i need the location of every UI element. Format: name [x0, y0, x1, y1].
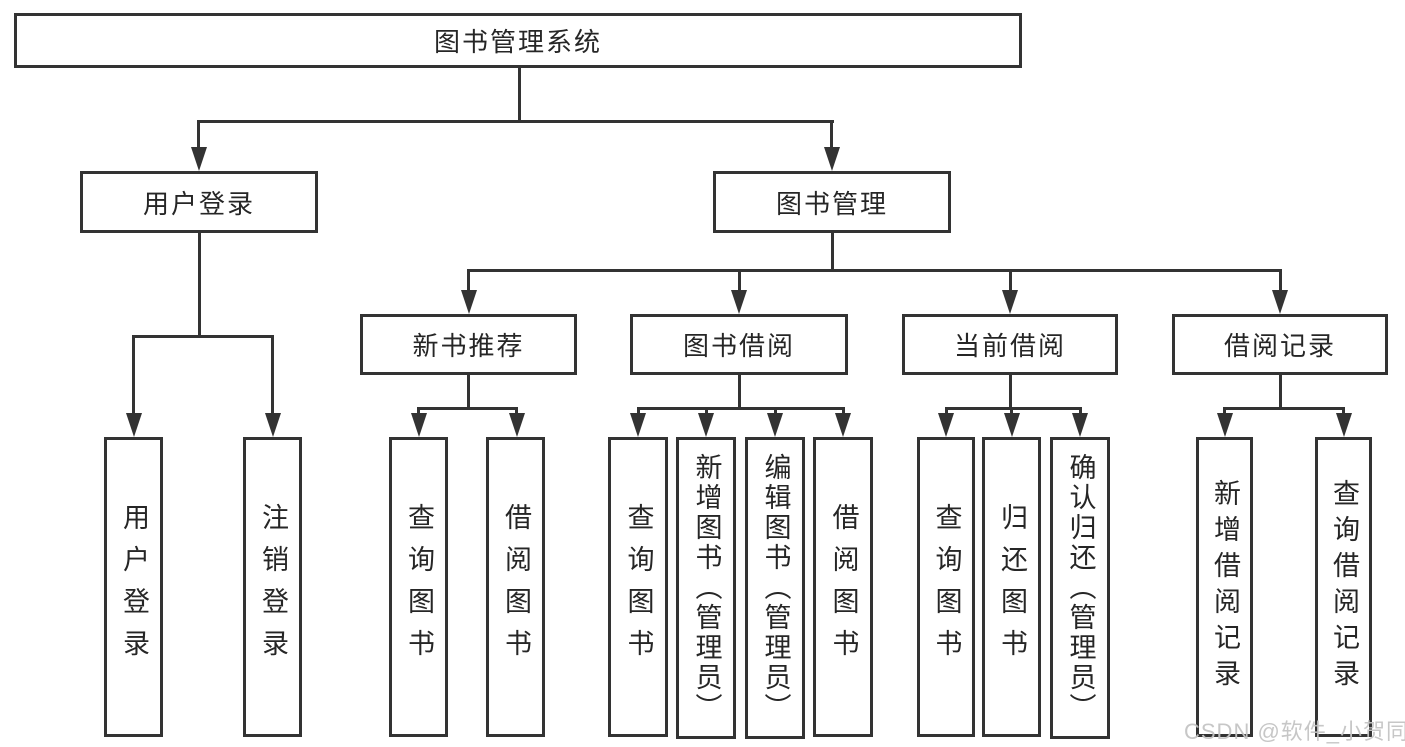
connector-group4-leaf1-drop — [1223, 407, 1226, 417]
arrowhead-new-book — [460, 290, 477, 314]
connector-group3-drop — [1008, 375, 1012, 410]
arrowhead-group4-leaf2 — [1335, 413, 1352, 437]
arrowhead-borrow-records — [1272, 290, 1288, 314]
connector-user-login-bus — [132, 335, 274, 338]
arrowhead-login-leaf — [125, 413, 142, 437]
leaf-node-query-books-2: 查询图书 — [608, 437, 668, 737]
arrowhead-book-borrow — [731, 290, 747, 314]
leaf-borrow-books-2-label: 借阅图书 — [828, 503, 859, 671]
connector-group4-bus — [1223, 407, 1345, 410]
connector-level3-bus — [467, 269, 1282, 272]
connector-group3-leaf3-drop — [1078, 407, 1082, 417]
connector-group2-leaf3-drop — [773, 407, 777, 417]
connector-drop-current-borrow — [1008, 269, 1012, 295]
arrowhead-group1-leaf1 — [410, 413, 427, 437]
group-node-borrow-records: 借阅记录 — [1172, 314, 1388, 375]
arrowhead-group2-leaf3 — [767, 413, 783, 437]
csdn-watermark: CSDN @软件_小贺同学 — [1184, 719, 1405, 744]
group-node-new-book-recommend: 新书推荐 — [360, 314, 577, 375]
group-borrow-records-label: 借阅记录 — [1223, 331, 1336, 361]
leaf-logout-label: 注销登录 — [258, 503, 288, 671]
connector-drop-book-borrow — [737, 269, 741, 295]
leaf-return-books-label: 归还图书 — [997, 503, 1027, 671]
connector-group3-leaf2-drop — [1010, 407, 1013, 417]
leaf-query-books-1-label: 查询图书 — [404, 503, 434, 671]
connector-group3-bus — [944, 407, 1082, 410]
leaf-node-borrow-books-2: 借阅图书 — [813, 437, 873, 737]
leaf-query-borrow-record-label: 查询借阅记录 — [1329, 479, 1359, 695]
connector-drop-logout-leaf — [271, 335, 274, 417]
leaf-node-query-books-1: 查询图书 — [389, 437, 448, 737]
arrowhead-logout-leaf — [264, 413, 281, 437]
connector-group1-leaf1-drop — [417, 407, 420, 417]
arrowhead-group3-leaf1 — [938, 413, 954, 437]
connector-group3-leaf1-drop — [944, 407, 948, 417]
group-book-borrow-label: 图书借阅 — [682, 331, 795, 361]
arrowhead-current-borrow — [1002, 290, 1018, 314]
connector-user-login-drop — [197, 233, 201, 338]
leaf-node-query-borrow-record: 查询借阅记录 — [1315, 437, 1372, 737]
connector-group2-drop — [737, 375, 741, 410]
group-new-book-recommend-label: 新书推荐 — [412, 331, 525, 361]
leaf-borrow-books-1-label: 借阅图书 — [501, 503, 531, 671]
arrowhead-group4-leaf1 — [1216, 413, 1233, 437]
leaf-confirm-return-admin-label: 确认归还（管理员） — [1065, 453, 1096, 723]
leaf-add-borrow-record-label: 新增借阅记录 — [1210, 479, 1240, 695]
connector-book-management-drop — [830, 233, 834, 272]
branch-book-management-label: 图书管理 — [775, 188, 888, 219]
connector-group2-leaf4-drop — [841, 407, 845, 417]
connector-group1-drop — [467, 375, 470, 410]
leaf-node-logout: 注销登录 — [243, 437, 302, 737]
connector-drop-user-login — [197, 120, 200, 152]
leaf-node-confirm-return-admin: 确认归还（管理员） — [1050, 437, 1110, 739]
leaf-query-books-2-label: 查询图书 — [623, 503, 654, 671]
leaf-add-books-admin-label: 新增图书（管理员） — [691, 453, 722, 723]
arrowhead-group2-leaf2 — [698, 413, 714, 437]
arrowhead-group2-leaf4 — [835, 413, 851, 437]
connector-group1-leaf2-drop — [515, 407, 518, 417]
arrowhead-group2-leaf1 — [630, 413, 646, 437]
branch-node-book-management: 图书管理 — [713, 171, 951, 233]
branch-node-user-login: 用户登录 — [80, 171, 318, 233]
arrowhead-group1-leaf2 — [508, 413, 525, 437]
leaf-node-edit-books-admin: 编辑图书（管理员） — [745, 437, 805, 739]
leaf-node-add-books-admin: 新增图书（管理员） — [676, 437, 736, 739]
connector-drop-new-book — [467, 269, 470, 295]
arrowhead-group3-leaf3 — [1072, 413, 1088, 437]
leaf-node-user-login: 用户登录 — [104, 437, 163, 737]
leaf-node-borrow-books-1: 借阅图书 — [486, 437, 545, 737]
root-node-library-system: 图书管理系统 — [14, 13, 1022, 68]
arrowhead-group3-leaf2 — [1003, 413, 1020, 437]
leaf-node-query-books-3: 查询图书 — [917, 437, 975, 737]
connector-group2-leaf1-drop — [636, 407, 640, 417]
leaf-node-return-books: 归还图书 — [982, 437, 1041, 737]
connector-group2-bus — [636, 407, 845, 410]
connector-drop-book-management — [830, 120, 833, 152]
connector-level2-bus — [197, 120, 834, 123]
connector-group4-drop — [1278, 375, 1282, 410]
connector-group2-leaf2-drop — [704, 407, 708, 417]
connector-drop-borrow-records — [1278, 269, 1282, 295]
arrowhead-user-login — [190, 147, 207, 171]
arrowhead-book-management — [823, 147, 840, 171]
connector-group4-leaf2-drop — [1342, 407, 1345, 417]
branch-user-login-label: 用户登录 — [142, 188, 255, 219]
leaf-query-books-3-label: 查询图书 — [931, 503, 962, 671]
connector-drop-login-leaf — [132, 335, 135, 417]
group-node-book-borrow: 图书借阅 — [630, 314, 848, 375]
connector-group1-bus — [417, 407, 518, 410]
leaf-user-login-label: 用户登录 — [119, 503, 149, 671]
group-current-borrow-label: 当前借阅 — [953, 331, 1066, 361]
root-node-label: 图书管理系统 — [433, 27, 602, 57]
leaf-edit-books-admin-label: 编辑图书（管理员） — [760, 453, 791, 723]
leaf-node-add-borrow-record: 新增借阅记录 — [1196, 437, 1253, 737]
group-node-current-borrow: 当前借阅 — [902, 314, 1118, 375]
connector-root-drop — [518, 68, 521, 123]
